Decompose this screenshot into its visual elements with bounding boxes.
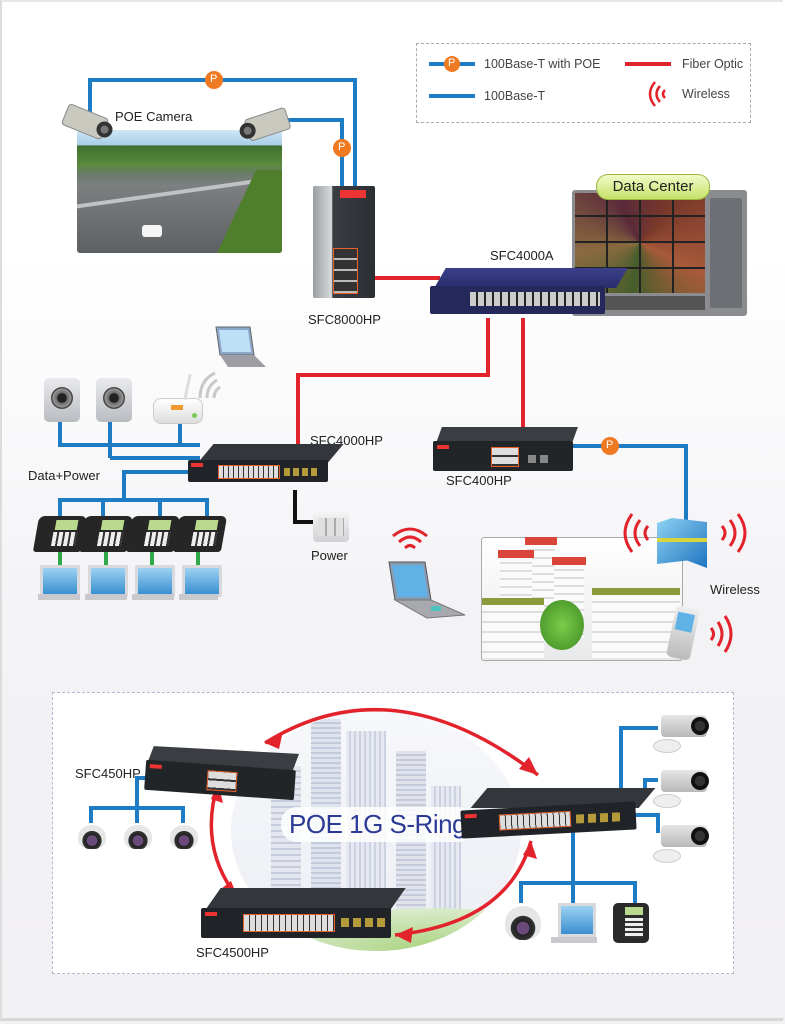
- speaker-camera-icon: [96, 378, 132, 422]
- laptop-icon: [215, 326, 266, 367]
- desktop-pc-icon: [558, 903, 596, 937]
- poe-badge-2: [333, 139, 351, 157]
- legend-poe-badge: [444, 56, 460, 72]
- ip-phone-icon: [172, 516, 228, 552]
- dome-camera-icon: [505, 906, 541, 940]
- camera-mount: [653, 794, 681, 808]
- laptop-icon: [388, 561, 466, 619]
- rack-switch-icon[interactable]: [144, 746, 300, 808]
- dome-camera-icon: [78, 825, 106, 849]
- pc-keyboard: [551, 937, 597, 943]
- poe-badge-2-letter: P: [338, 141, 346, 153]
- data-power-label: Data+Power: [28, 468, 100, 483]
- desktop-pc-icon: [135, 565, 175, 597]
- camera-mount: [653, 849, 681, 863]
- wireless-label: Wireless: [710, 582, 760, 597]
- ip-phone-icon: [78, 516, 134, 552]
- legend-marks: [429, 56, 671, 107]
- wifi-waves-icon: [709, 615, 733, 653]
- wifi-waves-icon: [392, 527, 428, 550]
- rack-switch-icon[interactable]: [430, 268, 628, 316]
- data-center-badge: Data Center: [596, 174, 710, 200]
- legend-fiber-label: Fiber Optic: [682, 57, 744, 71]
- power-outlet-icon: [313, 512, 349, 542]
- wifi-waves-icon: [648, 81, 666, 107]
- sfc4000a-label: SFC4000A: [490, 248, 554, 263]
- wifi-waves-icon: [623, 513, 650, 553]
- legend-100base-label: 100Base-T: [484, 89, 546, 103]
- wifi-waves-icon: [720, 513, 747, 553]
- ip-phone-icon: [125, 516, 181, 552]
- dome-camera-icon: [170, 825, 198, 849]
- legend-poe-label: 100Base-T with POE: [484, 57, 601, 71]
- rack-switch-icon[interactable]: [460, 788, 656, 848]
- link-phone-bus: [58, 498, 209, 518]
- pc-keyboards: [38, 594, 218, 600]
- buildings-icon: [481, 537, 683, 661]
- desktop-pc-icon: [182, 565, 222, 597]
- desktop-pc-icon: [40, 565, 80, 597]
- legend: P 100Base-T with POE 100Base-T Fiber Opt…: [416, 43, 751, 123]
- poe-camera-icon: [61, 103, 113, 140]
- sfc450hp-label: SFC450HP: [75, 766, 141, 781]
- desktop-pc-icon: [88, 565, 128, 597]
- highway-photo: [77, 130, 282, 253]
- poe-badge-1: [205, 71, 223, 89]
- ring-arrow-top: [264, 708, 540, 777]
- box-camera-icon: [661, 825, 709, 847]
- wifi-waves-icon: [198, 371, 221, 399]
- dome-camera-icon: [124, 825, 152, 849]
- poe-badge-1-letter: P: [210, 73, 218, 85]
- power-cable: [293, 490, 315, 524]
- industrial-switch-icon[interactable]: [313, 186, 375, 298]
- link-phone-trunk: [122, 470, 200, 500]
- link-speaker1: [58, 420, 200, 447]
- ring-links: [89, 708, 660, 943]
- ip-phone-icon: [613, 903, 649, 943]
- camera-mount: [653, 739, 681, 753]
- poe-camera-icon: [239, 107, 291, 141]
- rack-switch-icon[interactable]: [188, 444, 344, 496]
- wireless-router-icon: [153, 398, 203, 424]
- sfc8000hp-label: SFC8000HP: [308, 312, 381, 327]
- legend-wireless-label: Wireless: [682, 87, 730, 101]
- poe-badge-3-letter: P: [606, 439, 614, 451]
- sfc400hp-label: SFC400HP: [446, 473, 512, 488]
- power-label: Power: [311, 548, 348, 563]
- dvr-monitor-icon[interactable]: [572, 190, 747, 316]
- legend-poe-badge-letter: P: [448, 57, 456, 69]
- box-camera-icon: [661, 770, 709, 792]
- poe-badge-3: [601, 437, 619, 455]
- fiber-4000a-to-4000hp: [296, 318, 490, 450]
- speaker-camera-icon: [44, 378, 80, 422]
- box-camera-icon: [661, 715, 709, 737]
- rack-switch-icon[interactable]: [201, 888, 406, 946]
- s-ring-panel: SFC450HP POE 1G S-Ring SFC4500HP: [52, 692, 734, 974]
- ring-arrow-right: [394, 840, 533, 937]
- sfc4500hp-label: SFC4500HP: [196, 945, 269, 960]
- access-point-icon[interactable]: [657, 518, 707, 568]
- poe-camera-label: POE Camera: [115, 109, 193, 124]
- rack-switch-icon[interactable]: [433, 427, 578, 479]
- ring-title: POE 1G S-Ring: [281, 807, 475, 842]
